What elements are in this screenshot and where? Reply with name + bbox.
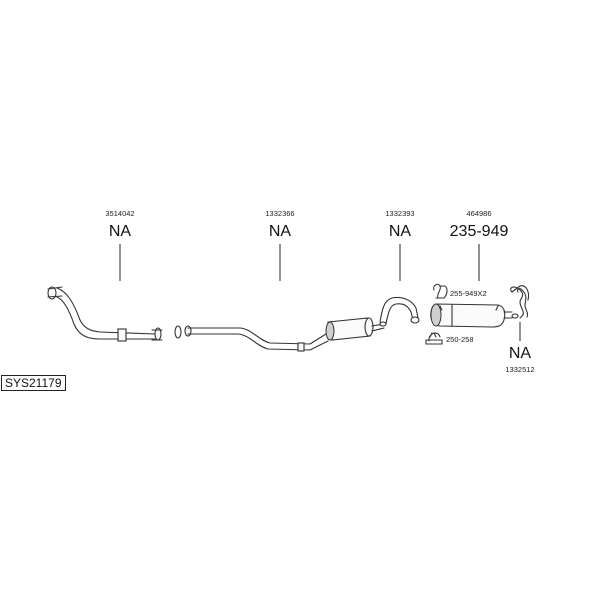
part-number-5: 1332512 [505, 365, 534, 374]
hanger-label: 255-949X2 [450, 289, 487, 298]
clamp-label: 250-258 [446, 335, 474, 344]
part-number-4: 464986 [466, 209, 491, 218]
part-tail-pipe[interactable]: NA 1332512 [505, 285, 535, 374]
part-number-3: 1332393 [385, 209, 414, 218]
part-number-2: 1332366 [265, 209, 294, 218]
part-front-pipe[interactable]: 3514042 NA [47, 209, 163, 342]
front-pipe-drawing [47, 286, 163, 342]
accessory-hanger[interactable]: 255-949X2 [433, 283, 487, 299]
part-rear-muffler[interactable]: 464986 235-949 [430, 209, 513, 328]
system-code-label: SYS21179 [1, 375, 66, 391]
rear-muffler-drawing [430, 303, 513, 328]
rear-pipe-drawing [379, 296, 420, 327]
part-label-5: NA [509, 345, 532, 362]
center-muffler-drawing [325, 317, 385, 341]
part-label-4: 235-949 [450, 223, 509, 240]
part-label-3: NA [389, 223, 412, 240]
clamp-icon [425, 332, 443, 345]
accessory-clamp[interactable]: 250-258 [425, 332, 474, 345]
part-rear-pipe[interactable]: 1332393 NA [379, 209, 420, 327]
tail-pipe-drawing [510, 285, 530, 319]
part-label-1: NA [109, 223, 132, 240]
intermediate-pipe-drawing [174, 325, 329, 352]
part-intermediate-pipe[interactable]: 1332366 NA [174, 209, 385, 352]
part-label-2: NA [269, 223, 292, 240]
hanger-icon [433, 283, 448, 299]
part-number-1: 3514042 [105, 209, 134, 218]
